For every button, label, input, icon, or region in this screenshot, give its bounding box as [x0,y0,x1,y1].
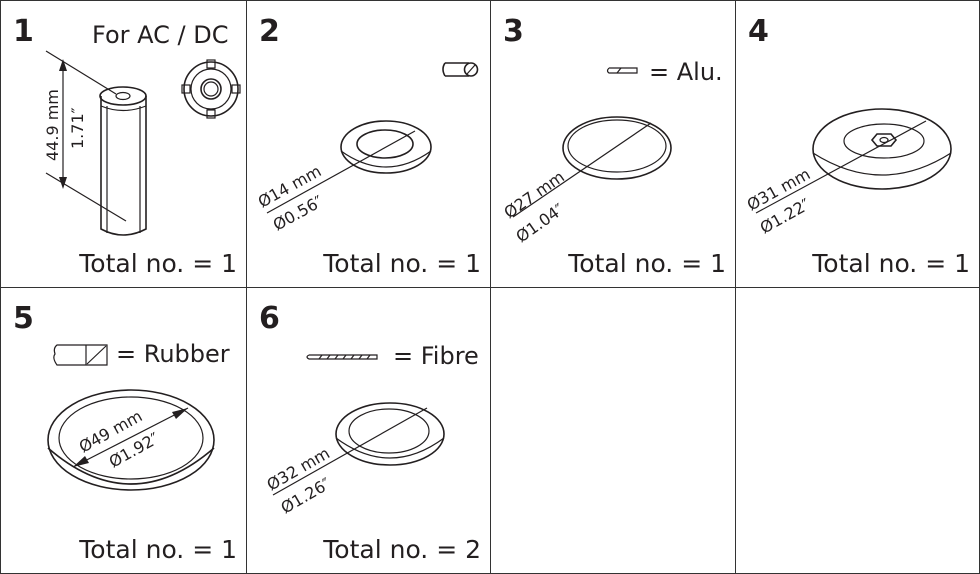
total-quantity: Total no. = 1 [79,249,237,278]
part-number: 4 [748,14,769,49]
ac-dc-note: For AC / DC [92,21,229,49]
armature-drawing: 44.9 mm 1.71″ [43,50,241,236]
alu-ring-drawing: Ø27 mm Ø1.04″ [500,67,672,246]
length-mm-label: 44.9 mm [43,89,62,161]
diaphragm-drawing: Ø31 mm Ø1.22″ [744,108,952,237]
washer-drawing: Ø14 mm Ø0.56″ [255,62,479,234]
part-cell-1: 44.9 mm 1.71″ 1 For AC / DC Total no. = … [0,0,247,288]
part-number: 3 [503,14,524,49]
total-quantity: Total no. = 1 [79,535,237,564]
part-cell-3: Ø27 mm Ø1.04″ 3 = Alu. Total no. = 1 [490,0,736,288]
total-quantity: Total no. = 1 [323,249,481,278]
rubber-ring-drawing: Ø49 mm Ø1.92″ [47,344,215,491]
length-in-label: 1.71″ [68,107,87,149]
material-label: = Rubber [116,340,230,368]
total-quantity: Total no. = 1 [812,249,970,278]
part-cell-6: Ø32 mm Ø1.26″ 6 = Fibre Total no. = 2 [246,287,491,574]
total-quantity: Total no. = 1 [568,249,726,278]
fibre-washer-drawing: Ø32 mm Ø1.26″ [264,354,445,517]
part-cell-5: Ø49 mm Ø1.92″ 5 = Rubber Total no. = 1 [0,287,247,574]
part-cell-2: Ø14 mm Ø0.56″ 2 Total no. = 1 [246,0,491,288]
part-number: 2 [259,14,280,49]
part-number: 1 [13,14,34,49]
empty-cell [490,287,736,574]
total-quantity: Total no. = 2 [323,535,481,564]
part-number: 5 [13,301,34,336]
part-cell-4: Ø31 mm Ø1.22″ 4 Total no. = 1 [735,0,980,288]
empty-cell [735,287,980,574]
material-label: = Fibre [393,342,479,370]
material-label: = Alu. [649,58,723,86]
part-number: 6 [259,301,280,336]
